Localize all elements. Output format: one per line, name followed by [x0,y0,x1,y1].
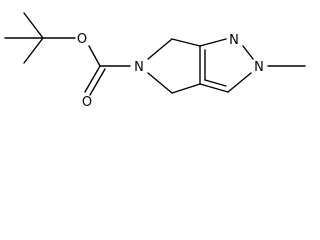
bond-carbonyl-double-b [89,68,106,96]
bond-n1-n2 [242,45,254,60]
bond-n-ch2-top [147,38,173,60]
structure-canvas: O O N N N [0,0,310,116]
bond-c3-c3a-a [199,83,229,93]
bond-c6a-n1 [199,38,227,47]
bond-n2-c3 [227,72,252,93]
atom-label-ester-oxygen: O [77,32,87,47]
bond-c3-c3a-b [204,79,227,87]
bond-oxygen-to-carbonyl [88,45,101,67]
atom-label-pyrazole-nitrogen-2: N [254,60,264,75]
bond-tbu-methyl-bottom [23,37,44,64]
bond-tbu-methyl-top [23,12,44,39]
atom-label-carbonyl-oxygen: O [82,95,92,110]
bond-carbonyl-double-a [84,65,101,93]
chemical-structure: O O N N N [4,12,306,110]
atom-label-ring-nitrogen: N [134,60,144,75]
bond-ch2bottom-c3a [171,83,201,94]
bond-n-ch2-bottom [147,72,173,94]
bond-ch2top-c6a [171,38,201,47]
atom-label-pyrazole-nitrogen-1: N [229,33,239,48]
